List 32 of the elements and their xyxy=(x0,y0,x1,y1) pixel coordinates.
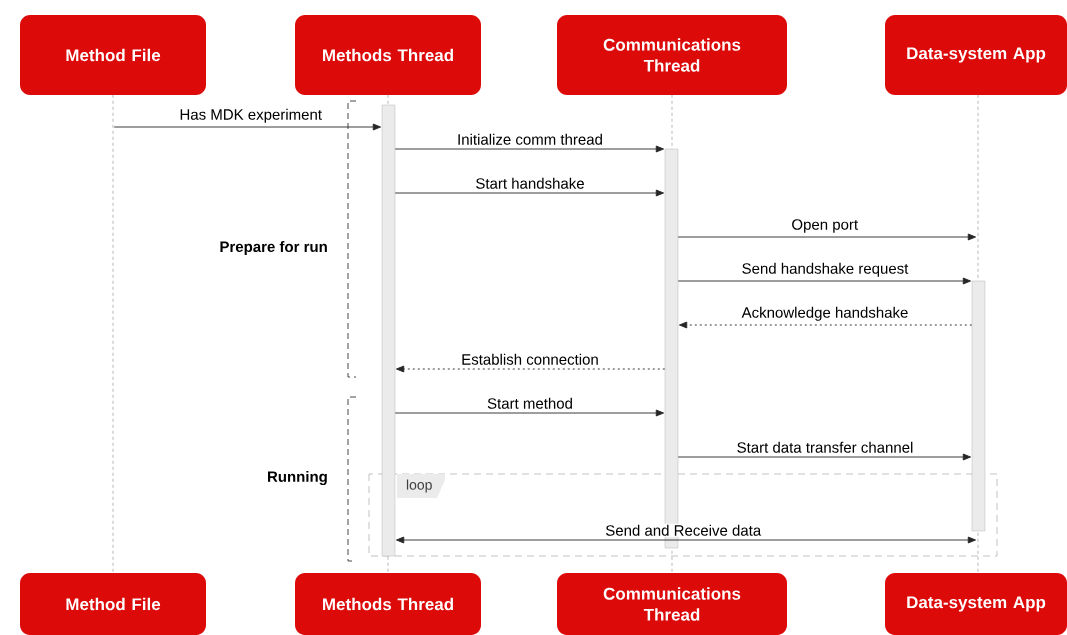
message-arrow xyxy=(394,189,665,197)
participant-box: Methods Thread xyxy=(295,15,481,95)
message-arrow xyxy=(679,321,973,329)
edge-label: Send handshake request xyxy=(740,261,910,278)
edge-label: Initialize comm thread xyxy=(456,132,604,146)
participant-box: Data-system App xyxy=(885,573,1067,635)
message-arrow xyxy=(677,277,972,285)
message-arrow xyxy=(396,536,977,544)
participant-box: Method File xyxy=(20,15,206,95)
edge-label: Start handshake xyxy=(474,176,586,190)
edge-label: Acknowledge handshake xyxy=(740,305,910,322)
message-arrow xyxy=(396,365,666,373)
edge-label: Start method xyxy=(486,396,574,410)
edge-label: Send and Receive data xyxy=(604,523,763,537)
message-arrow xyxy=(677,233,977,241)
message-arrow xyxy=(113,123,381,131)
participant-box: Communications Thread xyxy=(557,573,787,635)
edge-label: Start data transfer channel xyxy=(735,440,915,454)
edge-label: Establish connection xyxy=(460,352,600,366)
participant-box: Data-system App xyxy=(885,15,1067,95)
message-arrow xyxy=(677,453,972,461)
activation-bar xyxy=(971,280,986,532)
participant-box: Method File xyxy=(20,573,206,635)
message-arrow xyxy=(394,409,665,417)
edge-label: Has MDK experiment xyxy=(178,107,324,124)
edge-label: Open port xyxy=(790,218,860,234)
section-label: Prepare for run xyxy=(220,241,327,255)
participant-box: Communications Thread xyxy=(557,15,787,95)
section-label: Running xyxy=(268,471,327,486)
participant-box: Methods Thread xyxy=(295,573,481,635)
message-arrow xyxy=(394,145,665,153)
loop-tag: loop xyxy=(397,474,445,498)
